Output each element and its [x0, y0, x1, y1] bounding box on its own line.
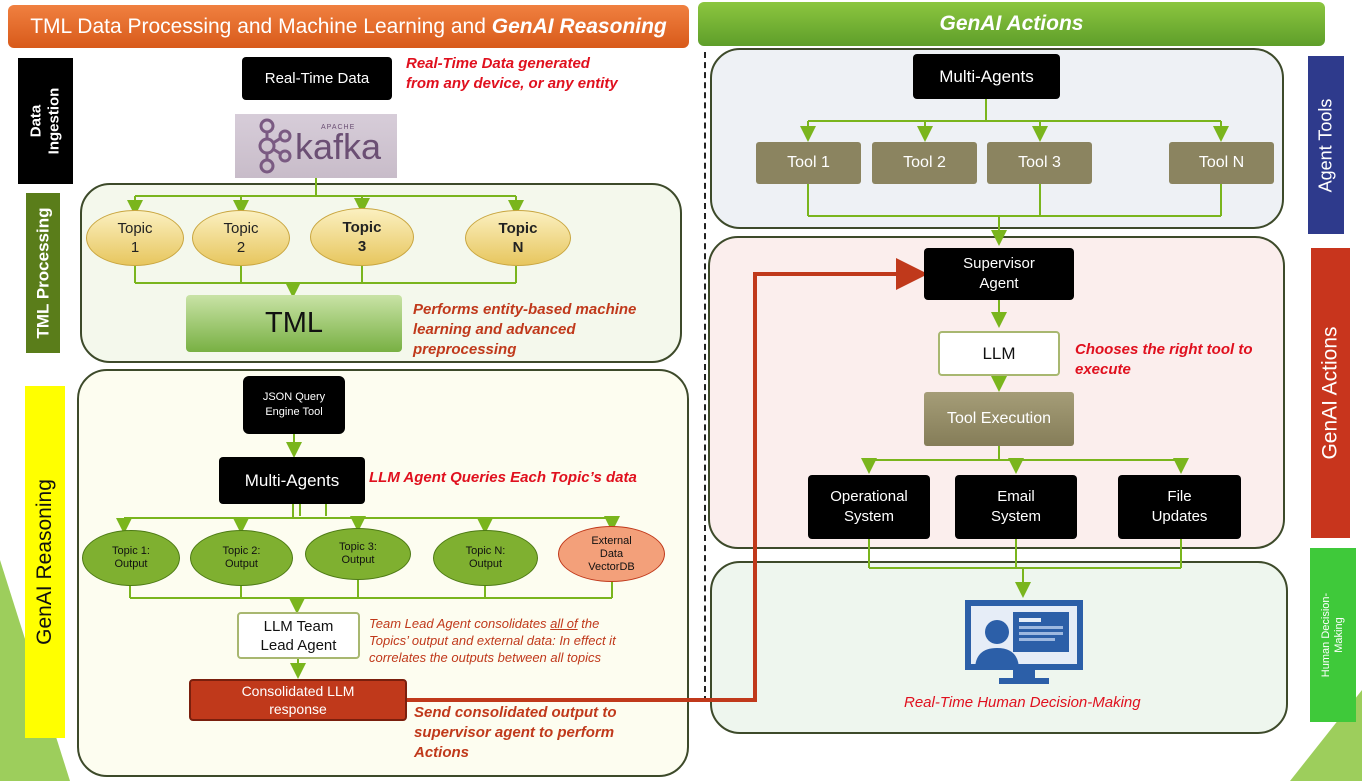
team-lead-note: Team Lead Agent consolidates all of the … [369, 616, 616, 665]
topic-n-ellipse: Topic N [465, 210, 571, 266]
agent-tools-label: Agent Tools [1308, 56, 1344, 234]
tml-note: Performs entity-based machine learning a… [413, 301, 637, 358]
topic-1-ellipse: Topic 1 [86, 210, 184, 266]
left-header-prefix: TML Data Processing and Machine Learning… [30, 14, 492, 38]
consolidated-llm-response: Consolidated LLM response [189, 679, 407, 721]
tool-2-box: Tool 2 [872, 142, 977, 184]
kafka-icon [258, 118, 292, 174]
topic-1-output: Topic 1: Output [82, 530, 180, 586]
external-data-vectordb: External Data VectorDB [558, 526, 665, 582]
tml-box: TML [186, 295, 402, 352]
topic-3-output: Topic 3: Output [305, 528, 411, 580]
llm-note: Chooses the right tool to execute [1075, 341, 1253, 378]
right-header-title: GenAI Actions [939, 12, 1084, 35]
human-decision-label: Human Decision- Making [1310, 548, 1356, 722]
send-output-note: Send consolidated output to supervisor a… [414, 704, 617, 761]
kafka-name-text: kafka [295, 126, 382, 167]
data-ingestion-label: Data Ingestion [18, 58, 73, 184]
section-divider [704, 52, 706, 702]
realtime-data-note: Real-Time Data generated from any device… [406, 55, 618, 92]
tool-3-box: Tool 3 [987, 142, 1092, 184]
kafka-logo: APACHE kafka [235, 114, 397, 178]
genai-actions-label: GenAI Actions [1311, 248, 1350, 538]
kafka-apache-text: APACHE [321, 124, 356, 131]
topic-n-output: Topic N: Output [433, 530, 538, 586]
right-header: GenAI Actions [698, 2, 1325, 46]
multi-agents-left-box: Multi-Agents [219, 457, 365, 504]
human-decision-note: Real-Time Human Decision-Making [904, 694, 1141, 711]
topic-2-ellipse: Topic 2 [192, 210, 290, 266]
tool-1-box: Tool 1 [756, 142, 861, 184]
file-updates-box: File Updates [1118, 475, 1241, 539]
tool-execution-box: Tool Execution [924, 392, 1074, 446]
json-query-engine-tool: JSON Query Engine Tool [243, 376, 345, 434]
human-monitor-icon [965, 600, 1083, 684]
multi-agents-note: LLM Agent Queries Each Topic’s data [369, 469, 637, 486]
llm-team-lead-box: LLM Team Lead Agent [237, 612, 360, 659]
send-to-supervisor-arrow [407, 258, 928, 702]
tool-n-box: Tool N [1169, 142, 1274, 184]
realtime-data-box: Real-Time Data [242, 57, 392, 100]
tml-processing-label: TML Processing [26, 193, 60, 353]
multi-agents-right-box: Multi-Agents [913, 54, 1060, 99]
left-header-italic: GenAI Reasoning [491, 14, 667, 38]
topic-3-ellipse: Topic 3 [310, 208, 414, 266]
topic-2-output: Topic 2: Output [190, 530, 293, 586]
genai-reasoning-label: GenAI Reasoning [25, 386, 65, 738]
left-header: TML Data Processing and Machine Learning… [8, 5, 689, 48]
llm-box: LLM [938, 331, 1060, 376]
supervisor-agent-box: Supervisor Agent [924, 248, 1074, 300]
operational-system-box: Operational System [808, 475, 930, 539]
email-system-box: Email System [955, 475, 1077, 539]
